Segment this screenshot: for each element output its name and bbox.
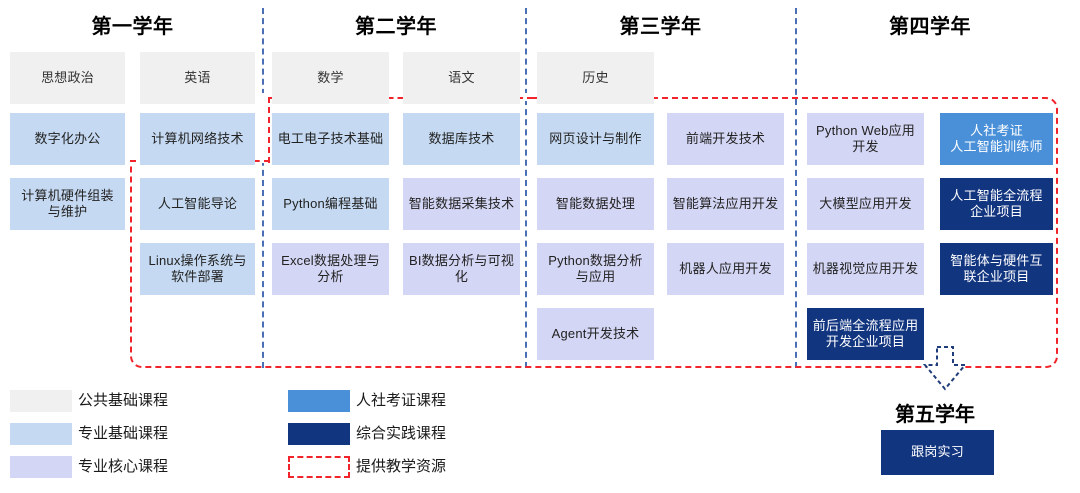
legend-swatch-core xyxy=(10,456,72,478)
legend-label: 公共基础课程 xyxy=(78,392,169,409)
course-box[interactable]: 电工电子技术基础 xyxy=(272,113,389,165)
course-box[interactable]: 英语 xyxy=(140,52,255,104)
course-box[interactable]: 大模型应用开发 xyxy=(807,178,924,230)
legend-swatch-dashed xyxy=(288,456,350,478)
course-box[interactable]: Python Web应用开发 xyxy=(807,113,924,165)
course-box[interactable]: 网页设计与制作 xyxy=(537,113,654,165)
course-box[interactable]: Excel数据处理与分析 xyxy=(272,243,389,295)
year-title-1: 第一学年 xyxy=(91,16,174,38)
course-box[interactable]: 人工智能全流程企业项目 xyxy=(940,178,1053,230)
course-box[interactable]: 前后端全流程应用开发企业项目 xyxy=(807,308,924,360)
course-box[interactable]: 历史 xyxy=(537,52,654,104)
legend-label: 综合实践课程 xyxy=(356,425,447,442)
legend-label: 提供教学资源 xyxy=(356,458,447,475)
year-five-course[interactable]: 跟岗实习 xyxy=(881,430,994,475)
legend-swatch-project xyxy=(288,423,350,445)
course-box[interactable]: 机器人应用开发 xyxy=(667,243,784,295)
year-title-2: 第二学年 xyxy=(355,16,437,38)
course-box[interactable]: 计算机网络技术 xyxy=(140,113,255,165)
year-divider-3 xyxy=(795,8,797,368)
course-box[interactable]: 语文 xyxy=(403,52,520,104)
legend-swatch-cert xyxy=(288,390,350,412)
course-box[interactable]: 人工智能导论 xyxy=(140,178,255,230)
year-divider-2 xyxy=(525,8,527,368)
course-box[interactable]: 思想政治 xyxy=(10,52,125,104)
course-box[interactable]: Agent开发技术 xyxy=(537,308,654,360)
course-box[interactable]: Python编程基础 xyxy=(272,178,389,230)
resource-step-seg-2 xyxy=(268,97,270,163)
course-box[interactable]: 前端开发技术 xyxy=(667,113,784,165)
course-box[interactable]: 智能算法应用开发 xyxy=(667,178,784,230)
course-box[interactable]: Linux操作系统与软件部署 xyxy=(140,243,255,295)
year-title-4: 第四学年 xyxy=(889,16,971,38)
legend-swatch-base xyxy=(10,423,72,445)
course-box[interactable]: 计算机硬件组装与维护 xyxy=(10,178,125,230)
course-box[interactable]: Python数据分析与应用 xyxy=(537,243,654,295)
resource-step-seg-3 xyxy=(268,97,533,99)
course-box[interactable]: 智能体与硬件互联企业项目 xyxy=(940,243,1053,295)
course-box[interactable]: 数学 xyxy=(272,52,389,104)
legend-swatch-public xyxy=(10,390,72,412)
legend-label: 专业核心课程 xyxy=(78,458,169,475)
course-box[interactable]: 智能数据采集技术 xyxy=(403,178,520,230)
course-box[interactable]: 机器视觉应用开发 xyxy=(807,243,924,295)
year-five-title: 第五学年 xyxy=(895,404,975,426)
legend-label: 专业基础课程 xyxy=(78,425,169,442)
year-five-arrow xyxy=(915,345,975,398)
legend-label: 人社考证课程 xyxy=(356,392,447,409)
course-box[interactable]: 数字化办公 xyxy=(10,113,125,165)
year-divider-1 xyxy=(262,8,264,368)
course-box[interactable]: 人社考证人工智能训练师 xyxy=(940,113,1053,165)
year-title-3: 第三学年 xyxy=(619,16,702,38)
course-box[interactable]: 数据库技术 xyxy=(403,113,520,165)
course-box[interactable]: 智能数据处理 xyxy=(537,178,654,230)
course-box[interactable]: BI数据分析与可视化 xyxy=(403,243,520,295)
